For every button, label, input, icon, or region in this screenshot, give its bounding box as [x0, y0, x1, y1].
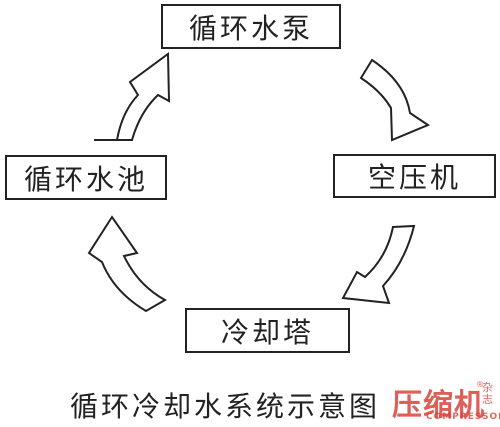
- watermark-sub-text: COMPRESSOR: [426, 412, 500, 422]
- arrow-compressor-to-tower: [341, 224, 416, 305]
- diagram-caption: 循环冷却水系统示意图: [70, 390, 381, 423]
- node-cooling-tower-label: 冷却塔: [220, 315, 314, 349]
- arrow-tower-to-pool: [87, 215, 168, 313]
- node-circulating-pump: 循环水泵: [161, 4, 341, 49]
- node-cooling-tower: 冷却塔: [185, 308, 350, 353]
- arrow-pool-to-pump: [94, 52, 171, 141]
- node-air-compressor: 空压机: [333, 154, 496, 198]
- watermark-main-text: 压缩机: [392, 388, 485, 423]
- watermark-side-text: 杂志: [482, 381, 493, 406]
- node-air-compressor-label: 空压机: [367, 161, 461, 194]
- arrow-pump-to-compressor: [359, 58, 431, 142]
- node-circulating-pump-label: 循环水泵: [188, 11, 313, 45]
- watermark-registered-mark: ®: [476, 380, 484, 389]
- node-circulating-pool-label: 循环水池: [23, 162, 148, 196]
- watermark-logo: 压缩机 ® 杂志 COMPRESSOR: [392, 380, 500, 425]
- node-circulating-pool: 循环水池: [5, 155, 167, 200]
